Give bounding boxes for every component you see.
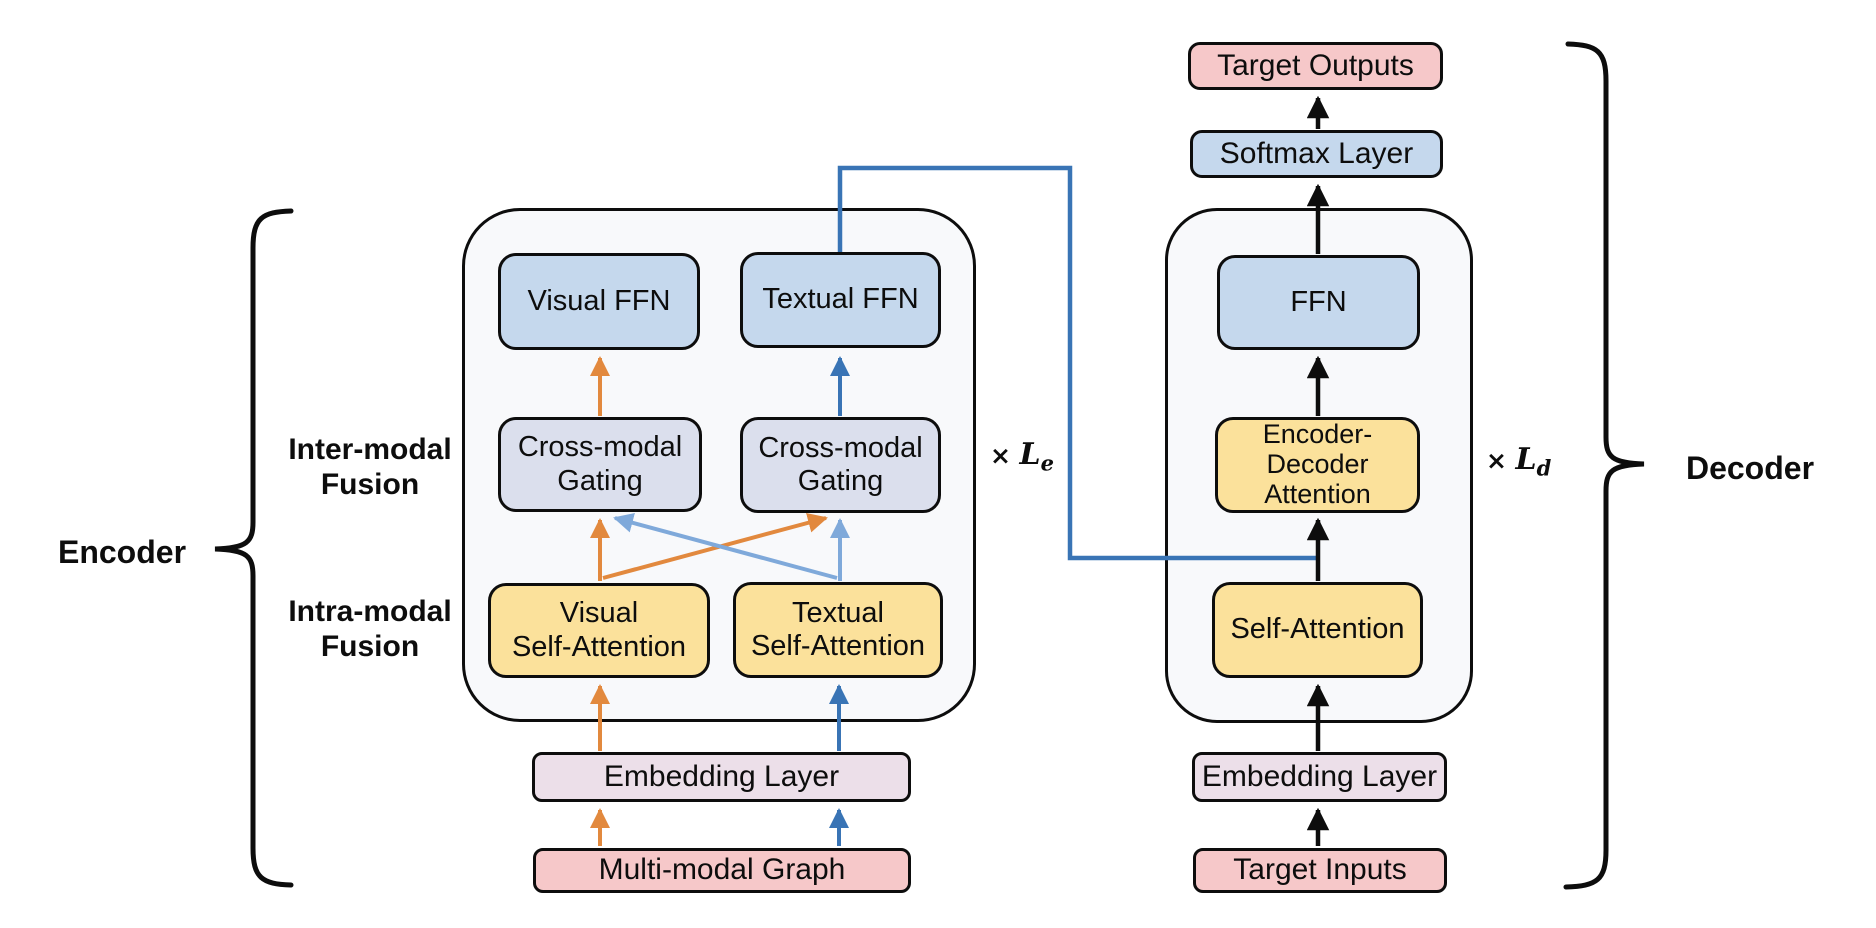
enc-dec-attn-line2: Decoder bbox=[1266, 449, 1369, 480]
visual-sa-line1: Visual bbox=[559, 597, 639, 630]
decoder-embedding-label: Embedding Layer bbox=[1201, 759, 1438, 793]
inter-modal-fusion-label: Inter-modal Fusion bbox=[288, 433, 452, 501]
textual-sa-line1: Textual bbox=[792, 596, 884, 629]
gating-left-line1: Cross-modal bbox=[517, 431, 683, 464]
encoder-brace bbox=[214, 208, 294, 888]
target-inputs-block: Target Inputs bbox=[1193, 848, 1447, 893]
gating-right-line1: Cross-modal bbox=[758, 431, 923, 464]
softmax-layer-label: Softmax Layer bbox=[1219, 136, 1414, 170]
encoder-decoder-attention-block: Encoder- Decoder Attention bbox=[1215, 417, 1420, 513]
decoder-brace-label: Decoder bbox=[1685, 450, 1815, 486]
visual-ffn-block: Visual FFN bbox=[498, 253, 700, 350]
decoder-embedding-layer-block: Embedding Layer bbox=[1192, 752, 1447, 802]
encoder-embedding-layer-block: Embedding Layer bbox=[532, 752, 911, 802]
decoder-brace bbox=[1563, 41, 1645, 890]
softmax-layer-block: Softmax Layer bbox=[1190, 130, 1443, 178]
enc-dec-attn-line1: Encoder- bbox=[1262, 419, 1373, 450]
textual-ffn-block: Textual FFN bbox=[740, 252, 941, 348]
cross-modal-gating-left-block: Cross-modal Gating bbox=[498, 417, 702, 512]
cross-modal-gating-right-block: Cross-modal Gating bbox=[740, 417, 941, 513]
decoder-self-attention-label: Self-Attention bbox=[1230, 613, 1405, 646]
decoder-repeat-label: × Ld bbox=[1486, 442, 1552, 481]
encoder-brace-label: Encoder bbox=[57, 534, 187, 570]
textual-self-attention-block: Textual Self-Attention bbox=[733, 582, 943, 678]
target-inputs-label: Target Inputs bbox=[1233, 853, 1407, 887]
textual-ffn-label: Textual FFN bbox=[762, 283, 919, 316]
decoder-self-attention-block: Self-Attention bbox=[1212, 582, 1423, 678]
visual-self-attention-block: Visual Self-Attention bbox=[488, 583, 710, 678]
target-outputs-block: Target Outputs bbox=[1188, 42, 1443, 90]
enc-dec-attn-line3: Attention bbox=[1264, 478, 1371, 509]
encoder-embedding-label: Embedding Layer bbox=[603, 759, 840, 793]
gating-right-line2: Gating bbox=[797, 465, 884, 497]
visual-ffn-label: Visual FFN bbox=[527, 284, 671, 317]
visual-sa-line2: Self-Attention bbox=[511, 630, 687, 663]
multi-modal-graph-label: Multi-modal Graph bbox=[598, 853, 846, 887]
decoder-ffn-label: FFN bbox=[1290, 285, 1347, 318]
textual-sa-line2: Self-Attention bbox=[750, 630, 926, 662]
intra-modal-fusion-label: Intra-modal Fusion bbox=[288, 595, 452, 663]
multi-modal-graph-block: Multi-modal Graph bbox=[533, 848, 911, 893]
decoder-ffn-block: FFN bbox=[1217, 255, 1420, 350]
gating-left-line2: Gating bbox=[557, 464, 643, 497]
encoder-repeat-label: × Le bbox=[990, 437, 1055, 476]
target-outputs-label: Target Outputs bbox=[1217, 48, 1414, 82]
